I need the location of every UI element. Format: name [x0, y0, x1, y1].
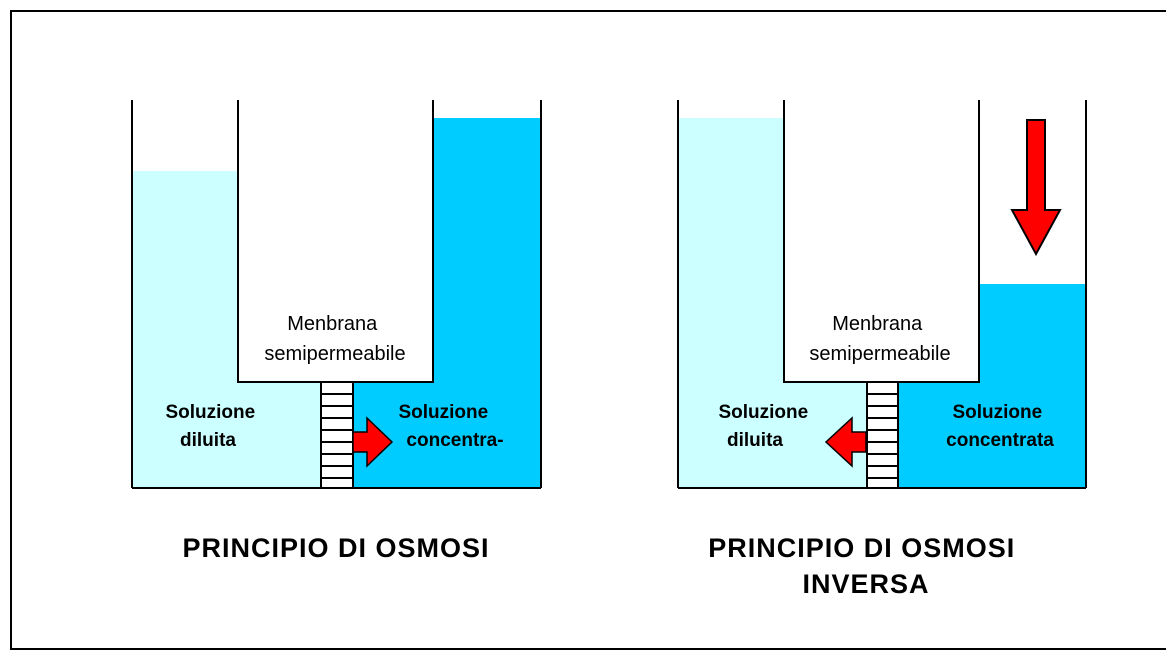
concentrated-label: Soluzione concentrata	[946, 402, 1054, 451]
panel-title: PRINCIPIO DI OSMOSI	[182, 533, 489, 563]
arrow-down-icon	[1010, 119, 1062, 257]
dilute-label: Soluzione diluita	[718, 402, 813, 451]
container-outline	[131, 100, 542, 489]
membrane-label: Menbrana semipermeabile	[264, 313, 405, 365]
dilute-label: Soluzione diluita	[165, 402, 260, 451]
panel-osmosis: Menbrana semipermeabile Soluzione diluit…	[131, 100, 542, 563]
panel-title: PRINCIPIO DI OSMOSI INVERSA	[708, 533, 1024, 599]
panel-reverse-osmosis: Menbrana semipermeabile Soluzione diluit…	[677, 100, 1087, 599]
container-outline	[677, 100, 1087, 489]
membrane-label: Menbrana semipermeabile	[809, 313, 950, 365]
semipermeable-membrane	[866, 381, 899, 489]
membrane-chamber	[784, 100, 979, 382]
arrow-right-icon	[352, 416, 394, 468]
membrane-chamber	[238, 100, 433, 382]
semipermeable-membrane	[320, 381, 354, 489]
concentrated-label: Soluzione concentra-	[398, 402, 503, 451]
arrow-left-icon	[824, 416, 867, 468]
